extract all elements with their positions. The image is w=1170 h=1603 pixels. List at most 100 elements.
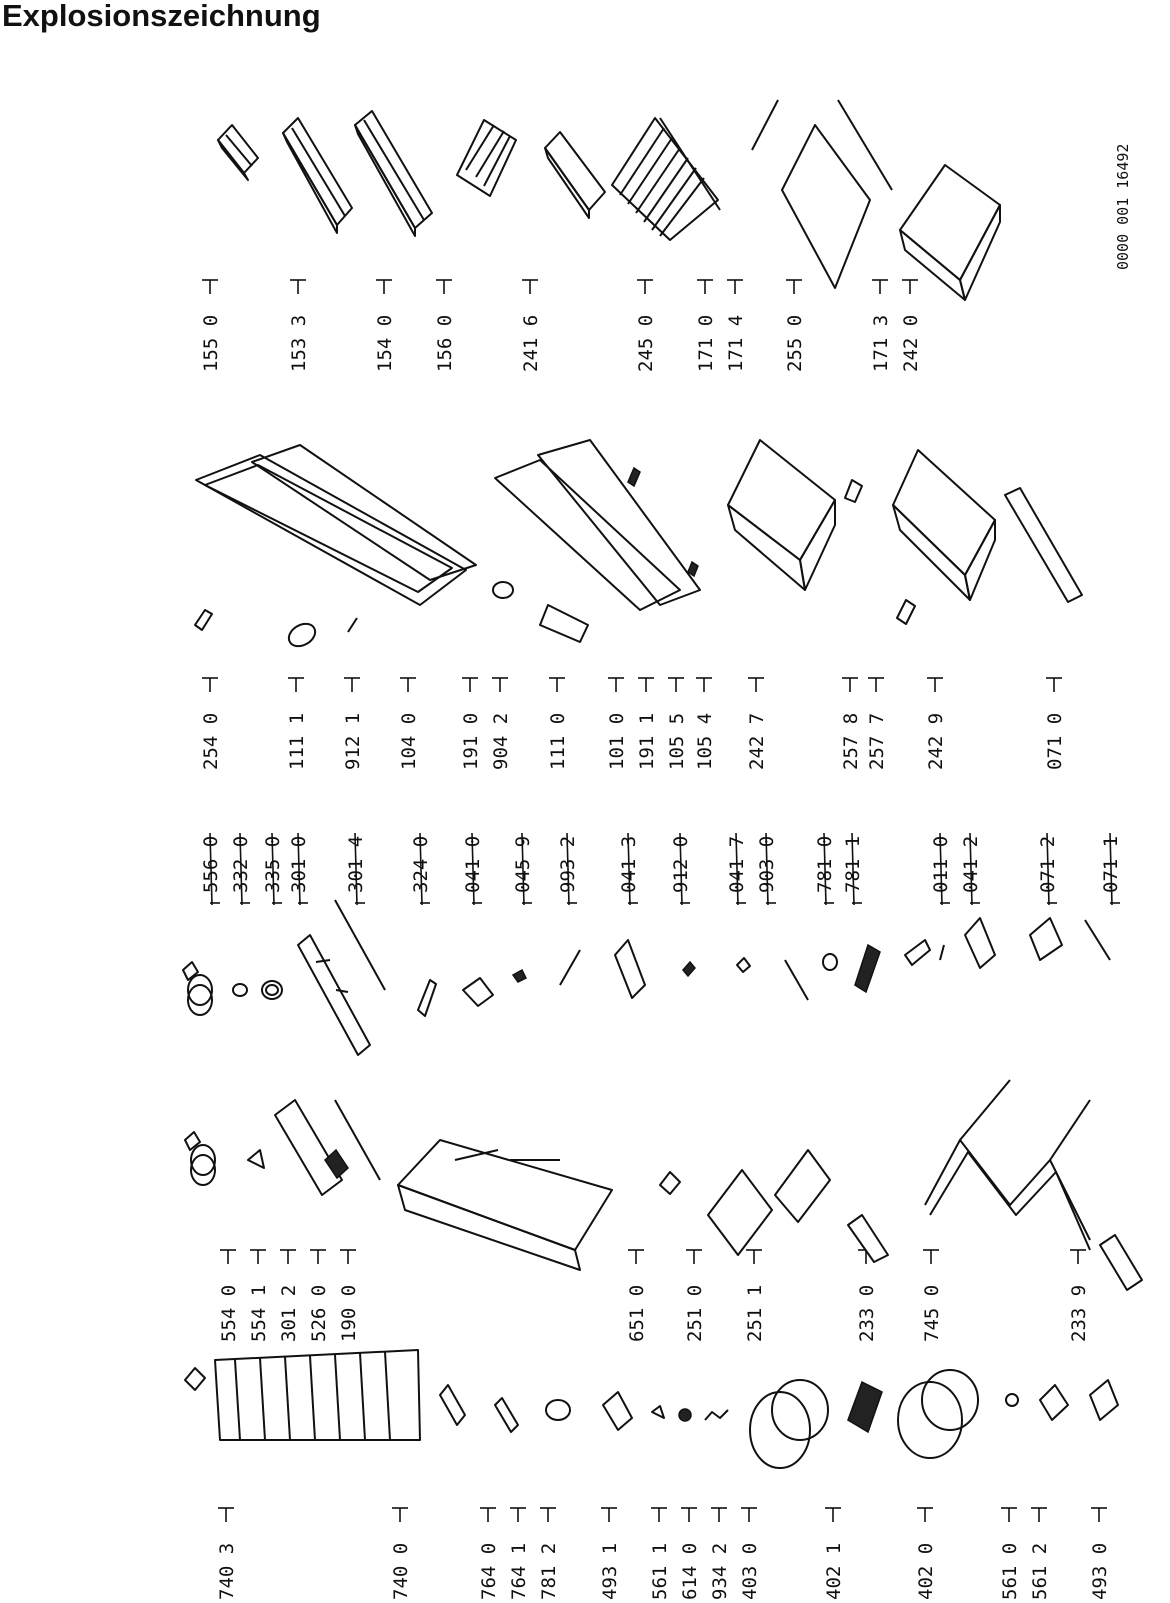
part-wire-shelf bbox=[611, 117, 721, 241]
part-compressor-2 bbox=[897, 1369, 979, 1459]
part-number-label: 171 4 bbox=[725, 315, 747, 372]
part-number-label: 764 0 bbox=[478, 1543, 500, 1600]
part-number-label: 233 0 bbox=[856, 1285, 878, 1342]
part-number-label: 493 1 bbox=[599, 1543, 621, 1600]
part-latch bbox=[844, 479, 863, 503]
part-thermostat bbox=[184, 1131, 216, 1186]
part-box bbox=[1089, 1379, 1119, 1421]
part-front-strip bbox=[1004, 487, 1083, 603]
part-bracket-small bbox=[1039, 1384, 1069, 1421]
part-crisper-drawer bbox=[899, 164, 1001, 301]
part-number-label: 934 2 bbox=[709, 1543, 731, 1600]
part-grommet-small bbox=[1005, 1393, 1019, 1407]
part-number-label: 764 1 bbox=[508, 1543, 530, 1600]
part-number-label: 104 0 bbox=[398, 713, 420, 770]
leader-line bbox=[297, 832, 301, 906]
part-condenser-frame bbox=[924, 1079, 1091, 1251]
part-hinge-bracket-1 bbox=[462, 977, 494, 1007]
part-number-label: 554 1 bbox=[248, 1285, 270, 1342]
leader-line bbox=[271, 832, 275, 906]
part-number-label: 255 0 bbox=[784, 315, 806, 372]
part-foot-knob bbox=[492, 581, 514, 599]
part-clip-b bbox=[651, 1405, 665, 1419]
leader-line bbox=[735, 832, 739, 906]
part-screw-1 bbox=[511, 968, 528, 983]
part-number-label: 242 7 bbox=[746, 713, 768, 770]
part-number-label: 526 0 bbox=[308, 1285, 330, 1342]
part-number-label: 153 3 bbox=[288, 315, 310, 372]
leader-line bbox=[1109, 832, 1113, 906]
leader-line bbox=[471, 832, 475, 906]
part-screw-pin bbox=[347, 617, 358, 633]
part-grommet bbox=[545, 1399, 571, 1421]
part-number-label: 301 2 bbox=[278, 1285, 300, 1342]
part-number-label: 105 5 bbox=[666, 713, 688, 770]
part-rod bbox=[784, 959, 809, 1001]
part-compressor-1 bbox=[749, 1379, 829, 1469]
part-door-gasket-upper bbox=[251, 444, 477, 581]
part-latch-2 bbox=[896, 599, 916, 625]
part-number-label: 191 0 bbox=[460, 713, 482, 770]
part-condenser-coil bbox=[214, 1349, 421, 1441]
part-door-gasket-lower bbox=[537, 439, 701, 606]
part-number-label: 191 1 bbox=[636, 713, 658, 770]
part-number-label: 071 0 bbox=[1044, 713, 1066, 770]
leader-line bbox=[765, 832, 769, 906]
part-door-upper bbox=[195, 454, 467, 606]
part-clip-small bbox=[687, 560, 699, 578]
part-number-label: 561 1 bbox=[649, 1543, 671, 1600]
leader-line bbox=[939, 832, 943, 906]
part-rail-2 bbox=[1099, 1234, 1143, 1291]
part-number-label: 651 0 bbox=[626, 1285, 648, 1342]
leader-line bbox=[521, 832, 525, 906]
part-ring-small bbox=[822, 953, 838, 971]
part-hinge-2 bbox=[614, 939, 646, 999]
part-number-label: 156 0 bbox=[434, 315, 456, 372]
part-grille bbox=[854, 943, 881, 994]
part-capillary bbox=[494, 1397, 519, 1433]
part-strip-small bbox=[1084, 919, 1111, 961]
part-trim-strip-2 bbox=[837, 99, 893, 191]
part-screw-2 bbox=[682, 960, 696, 978]
leader-line bbox=[419, 832, 423, 906]
part-number-label: 242 0 bbox=[900, 315, 922, 372]
part-number-label: 242 9 bbox=[925, 713, 947, 770]
part-round-cap bbox=[287, 622, 317, 648]
part-filter-dryer bbox=[439, 1384, 466, 1426]
part-pad bbox=[847, 1380, 883, 1434]
part-number-label: 241 6 bbox=[520, 315, 542, 372]
part-number-label: 251 1 bbox=[744, 1285, 766, 1342]
part-clip-a bbox=[247, 1149, 265, 1169]
part-hinge-plate bbox=[539, 604, 589, 643]
leader-line bbox=[1046, 832, 1050, 906]
part-fan-housing bbox=[774, 1149, 831, 1223]
part-number-label: 101 0 bbox=[606, 713, 628, 770]
part-door-rack-2 bbox=[354, 110, 433, 237]
part-number-label: 245 0 bbox=[635, 315, 657, 372]
part-small-clip bbox=[736, 957, 751, 973]
part-hinge-lower bbox=[964, 917, 996, 969]
part-corner-cover bbox=[1029, 917, 1063, 961]
part-wire bbox=[704, 1409, 729, 1421]
part-door-lower bbox=[494, 459, 681, 611]
part-number-label: 190 0 bbox=[338, 1285, 360, 1342]
part-panel-strip bbox=[334, 899, 386, 991]
part-rail-1 bbox=[847, 1214, 889, 1263]
part-freezer-compartment bbox=[397, 1139, 613, 1271]
part-trim-strip-1 bbox=[751, 99, 779, 151]
part-clip-top bbox=[184, 1367, 206, 1391]
part-bracket bbox=[417, 979, 437, 1017]
leader-line bbox=[627, 832, 631, 906]
part-number-label: 171 3 bbox=[870, 315, 892, 372]
part-freezer-drawer-2 bbox=[892, 449, 996, 601]
part-number-label: 614 0 bbox=[679, 1543, 701, 1600]
part-door-rack-1 bbox=[282, 117, 353, 234]
leader-line bbox=[679, 832, 683, 906]
leader-line bbox=[851, 832, 855, 906]
part-glass-shelf bbox=[781, 124, 871, 289]
part-number-label: 257 8 bbox=[840, 713, 862, 770]
part-cover-plate bbox=[707, 1169, 773, 1256]
part-number-label: 105 4 bbox=[694, 713, 716, 770]
part-number-label: 402 1 bbox=[823, 1543, 845, 1600]
